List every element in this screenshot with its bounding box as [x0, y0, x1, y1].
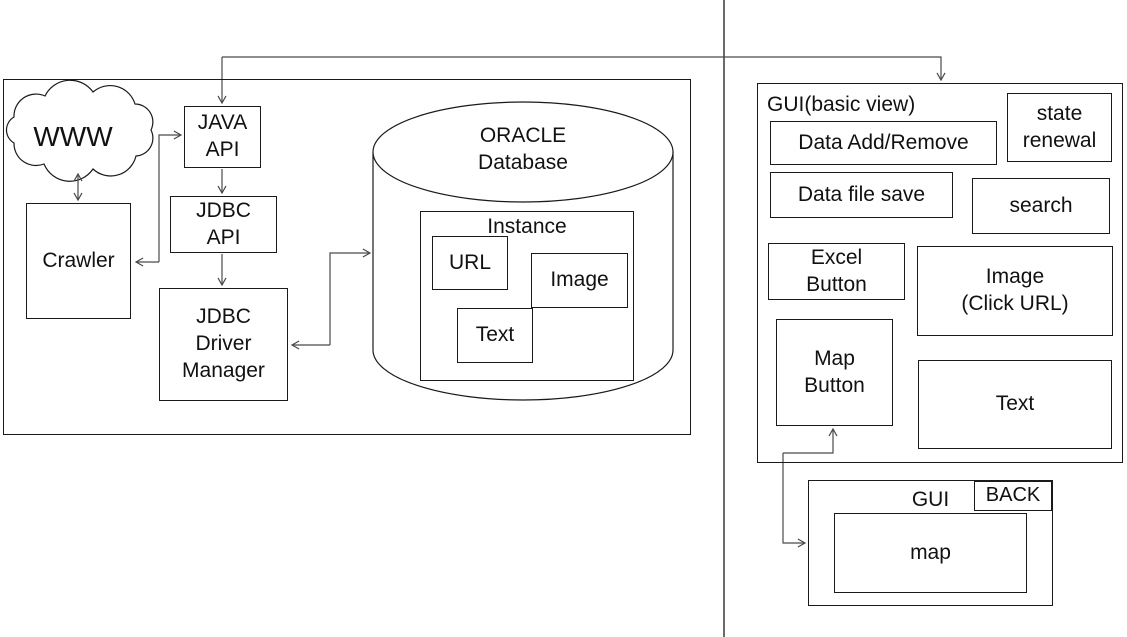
image-click-url-label: Image (Click URL) — [961, 265, 1069, 315]
gui-panel-title: GUI(basic view) — [767, 93, 916, 116]
url-box: URL — [432, 236, 508, 290]
crawler-box: Crawler — [26, 203, 131, 319]
arrow-top-into-gui-panel — [222, 56, 946, 82]
arrow-driver-manager-into-database — [329, 248, 372, 345]
arrow-crawler-into-java-api — [158, 130, 183, 262]
data-file-save-button: Data file save — [770, 172, 953, 218]
text-db-box: Text — [457, 308, 533, 363]
map-button: Map Button — [776, 319, 893, 426]
crawler-label: Crawler — [42, 248, 115, 272]
jdbc-api-label: JDBC API — [196, 198, 251, 249]
left-system-frame — [3, 79, 691, 435]
gui-map-view-frame — [808, 480, 1053, 606]
database-cylinder-top — [372, 101, 674, 203]
jdbc-driver-manager-label: JDBC Driver Manager — [182, 305, 265, 382]
text-area-box: Text — [918, 360, 1112, 449]
search-label: search — [1009, 193, 1073, 217]
data-add-remove-button: Data Add/Remove — [770, 121, 997, 165]
image-click-url-box: Image (Click URL) — [917, 246, 1113, 336]
jdbc-api-box: JDBC API — [170, 196, 277, 253]
arrow-map-view-into-map-button — [783, 427, 838, 454]
excel-button: Excel Button — [768, 243, 905, 300]
www-cloud-icon — [5, 79, 154, 182]
back-button: BACK — [974, 481, 1052, 511]
gui-panel-frame — [757, 83, 1123, 463]
excel-button-label: Excel Button — [806, 245, 867, 296]
image-db-label: Image — [550, 268, 609, 292]
oracle-database-label: ORACLE Database — [478, 124, 568, 175]
data-file-save-label: Data file save — [797, 182, 926, 206]
instance-title: Instance — [487, 215, 567, 238]
instance-box: Instance — [420, 211, 634, 381]
jdbc-driver-manager-box: JDBC Driver Manager — [159, 288, 288, 401]
url-label: URL — [448, 250, 491, 274]
text-area-label: Text — [995, 392, 1035, 416]
map-button-label: Map Button — [804, 346, 865, 397]
map-box: map — [834, 513, 1027, 593]
arrow-map-button-into-map-view — [782, 453, 807, 548]
database-cylinder-body — [372, 152, 674, 401]
java-api-box: JAVA API — [184, 106, 261, 168]
state-renewal-label: state renewal — [1022, 101, 1097, 152]
gui-map-view-title: GUI — [911, 488, 950, 511]
map-label: map — [910, 540, 951, 564]
java-api-label: JAVA API — [197, 111, 248, 161]
text-db-label: Text — [475, 323, 515, 347]
search-button: search — [972, 178, 1110, 234]
back-button-label: BACK — [985, 484, 1041, 507]
www-cloud-label: WWW — [33, 121, 113, 152]
image-db-box: Image — [531, 253, 628, 308]
data-add-remove-label: Data Add/Remove — [798, 130, 969, 154]
state-renewal-button: state renewal — [1007, 93, 1112, 162]
